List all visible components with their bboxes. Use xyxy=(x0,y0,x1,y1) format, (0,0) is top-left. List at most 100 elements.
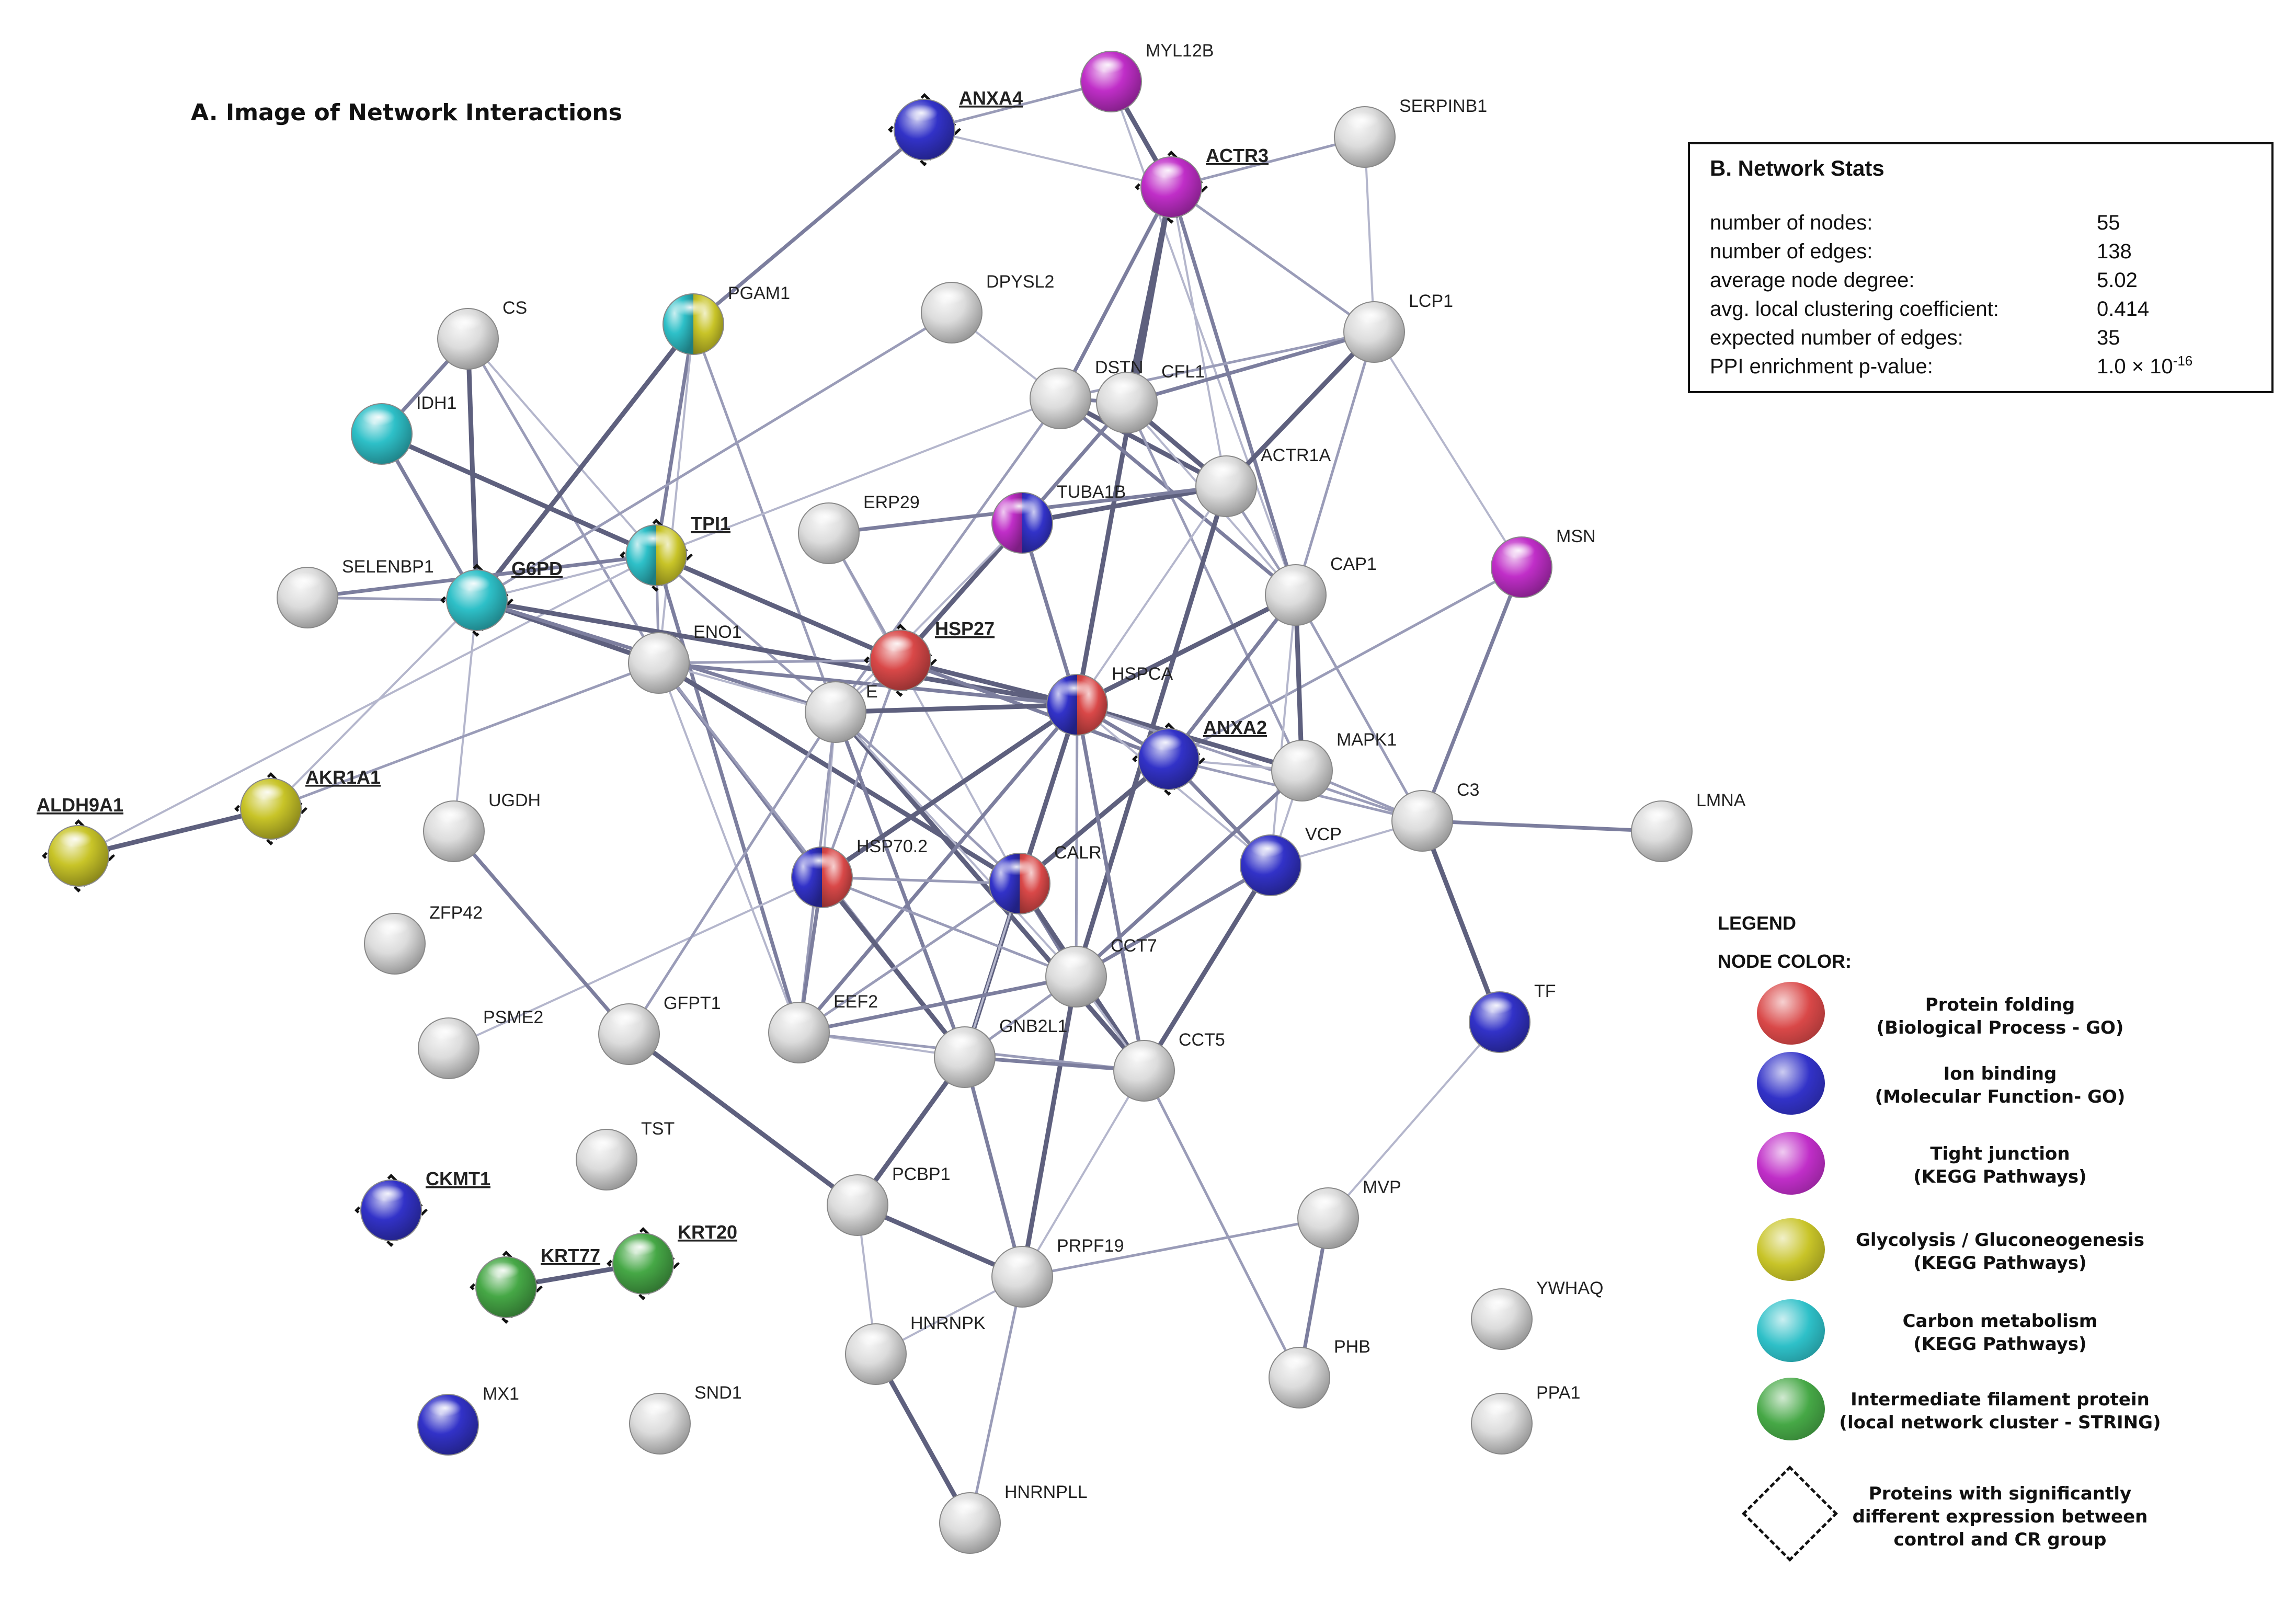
legend-line: Proteins with significantly xyxy=(1868,1483,2132,1504)
node-CCT7[interactable]: CCT7 xyxy=(1045,936,1157,1007)
edge-TPI1-HSP27 xyxy=(655,553,901,663)
edge-ACTR1A-CCT7 xyxy=(1073,485,1229,978)
node-ZFP42[interactable]: ZFP42 xyxy=(364,903,483,975)
legend-item-ion: Ion binding(Molecular Function- GO) xyxy=(1838,1062,2162,1108)
node-PPA1[interactable]: PPA1 xyxy=(1471,1383,1580,1455)
node-ERP29[interactable]: ERP29 xyxy=(798,493,920,564)
node-gloss xyxy=(816,686,849,704)
node-MYL12B[interactable]: MYL12B xyxy=(1080,41,1214,112)
node-gloss xyxy=(1057,679,1091,697)
legend-line: Glycolysis / Gluconeogenesis xyxy=(1856,1230,2144,1251)
node-TUBA1B[interactable]: TUBA1B xyxy=(991,482,1126,554)
node-CCT5[interactable]: CCT5 xyxy=(1113,1030,1225,1102)
node-label: HSPCA xyxy=(1112,664,1173,684)
node-KRT77[interactable]: KRT77 xyxy=(470,1245,600,1324)
node-PSME2[interactable]: PSME2 xyxy=(418,1007,543,1079)
node-label: CFL1 xyxy=(1161,362,1205,382)
node-MX1[interactable]: MX1 xyxy=(417,1384,519,1456)
node-gloss xyxy=(1151,162,1185,179)
node-label: CS xyxy=(502,298,527,318)
legend-line: (KEGG Pathways) xyxy=(1913,1253,2087,1274)
node-KRT20[interactable]: KRT20 xyxy=(607,1221,737,1300)
node-C3[interactable]: C3 xyxy=(1391,780,1479,852)
node-G6PD[interactable]: G6PD xyxy=(440,558,563,637)
node-PCBP1[interactable]: PCBP1 xyxy=(827,1164,951,1236)
edge-GFPT1-UGDH xyxy=(452,830,631,1036)
stats-pvalue-mantissa: 1.0 × 10 xyxy=(2097,355,2173,378)
node-SELENBP1[interactable]: SELENBP1 xyxy=(277,557,434,628)
node-ACTR1A[interactable]: ACTR1A xyxy=(1195,445,1331,517)
legend-line: Carbon metabolism xyxy=(1902,1311,2098,1332)
node-label: KRT20 xyxy=(678,1221,737,1243)
panel-title: A. Image of Network Interactions xyxy=(191,99,622,126)
node-DPYSL2[interactable]: DPYSL2 xyxy=(921,272,1054,344)
network-stats-box: B. Network Stats number of nodes: 55 num… xyxy=(1688,142,2274,393)
node-CAP1[interactable]: CAP1 xyxy=(1265,554,1377,626)
node-ACTR3[interactable]: ACTR3 xyxy=(1135,145,1269,224)
node-EEF2[interactable]: EEF2 xyxy=(768,992,878,1063)
legend-item-filament: Intermediate filament protein(local netw… xyxy=(1838,1388,2162,1434)
node-LCP1[interactable]: LCP1 xyxy=(1343,291,1453,363)
node-VCP[interactable]: VCP xyxy=(1240,825,1342,896)
node-ENO1[interactable]: ENO1 xyxy=(628,622,742,694)
node-HSP27[interactable]: HSP27 xyxy=(864,618,995,697)
node-HSP70.2[interactable]: HSP70.2 xyxy=(791,837,928,908)
node-TPI1[interactable]: TPI1 xyxy=(620,513,730,592)
node-MAPK1[interactable]: MAPK1 xyxy=(1271,730,1397,802)
node-AKR1A1[interactable]: AKR1A1 xyxy=(234,766,381,845)
node-HSPCA[interactable]: HSPCA xyxy=(1046,664,1173,736)
node-label: IDH1 xyxy=(416,393,456,413)
node-gloss xyxy=(640,1398,673,1416)
node-label: CCT5 xyxy=(1179,1030,1225,1050)
node-MVP[interactable]: MVP xyxy=(1297,1177,1401,1249)
stats-label: expected number of edges: xyxy=(1710,326,1963,349)
node-TST[interactable]: TST xyxy=(576,1119,675,1190)
node-E[interactable]: E xyxy=(805,681,878,743)
stats-label: average node degree: xyxy=(1710,269,1915,292)
edge-ANXA4-MYL12B xyxy=(924,80,1112,131)
node-CALR[interactable]: CALR xyxy=(989,843,1102,914)
node-CFL1[interactable]: CFL1 xyxy=(1096,362,1205,433)
node-ANXA2[interactable]: ANXA2 xyxy=(1132,717,1267,796)
node-outline xyxy=(662,293,724,355)
node-PGAM1[interactable]: PGAM1 xyxy=(662,283,790,355)
node-GFPT1[interactable]: GFPT1 xyxy=(598,993,721,1065)
edge-PGAM1-G6PD xyxy=(475,323,695,602)
node-outline xyxy=(625,524,687,586)
node-LMNA[interactable]: LMNA xyxy=(1631,791,1746,862)
node-IDH1[interactable]: IDH1 xyxy=(351,393,456,465)
node-label: MSN xyxy=(1556,526,1596,546)
node-label: ZFP42 xyxy=(429,903,483,923)
node-HNRNPLL[interactable]: HNRNPLL xyxy=(939,1482,1088,1554)
edge-DSTN-E xyxy=(834,397,1062,713)
edge-IDH1-G6PD xyxy=(380,433,479,601)
node-PRPF19[interactable]: PRPF19 xyxy=(991,1236,1124,1308)
node-SND1[interactable]: SND1 xyxy=(629,1383,742,1455)
node-SERPINB1[interactable]: SERPINB1 xyxy=(1334,96,1487,168)
node-CKMT1[interactable]: CKMT1 xyxy=(355,1168,490,1247)
edge-TPI1-E xyxy=(655,554,837,713)
edge-AKR1A1-ENO1 xyxy=(270,661,659,810)
node-gloss xyxy=(945,1032,978,1049)
node-TF[interactable]: TF xyxy=(1469,981,1556,1053)
legend-swatch-filament xyxy=(1757,1378,1825,1440)
edge-GFPT1-E xyxy=(627,711,837,1035)
node-gloss xyxy=(1354,306,1388,324)
node-CS[interactable]: CS xyxy=(437,298,527,370)
node-ALDH9A1[interactable]: ALDH9A1 xyxy=(37,794,123,892)
node-label: EEF2 xyxy=(833,992,878,1012)
node-DSTN[interactable]: DSTN xyxy=(1030,358,1144,429)
node-YWHAQ[interactable]: YWHAQ xyxy=(1471,1278,1603,1350)
node-GNB2L1[interactable]: GNB2L1 xyxy=(934,1016,1067,1088)
node-gloss xyxy=(639,637,672,655)
node-gloss xyxy=(486,1262,520,1279)
node-ANXA4[interactable]: ANXA4 xyxy=(888,87,1023,166)
node-UGDH[interactable]: UGDH xyxy=(423,791,541,862)
edge-VCP-CCT5 xyxy=(1142,864,1273,1072)
node-MSN[interactable]: MSN xyxy=(1491,526,1596,598)
edge-VCP-CCT7 xyxy=(1075,863,1272,979)
node-HNRNPK[interactable]: HNRNPK xyxy=(845,1313,986,1385)
node-label: CKMT1 xyxy=(426,1168,490,1189)
node-PHB[interactable]: PHB xyxy=(1269,1337,1370,1409)
node-label: TST xyxy=(641,1119,675,1139)
